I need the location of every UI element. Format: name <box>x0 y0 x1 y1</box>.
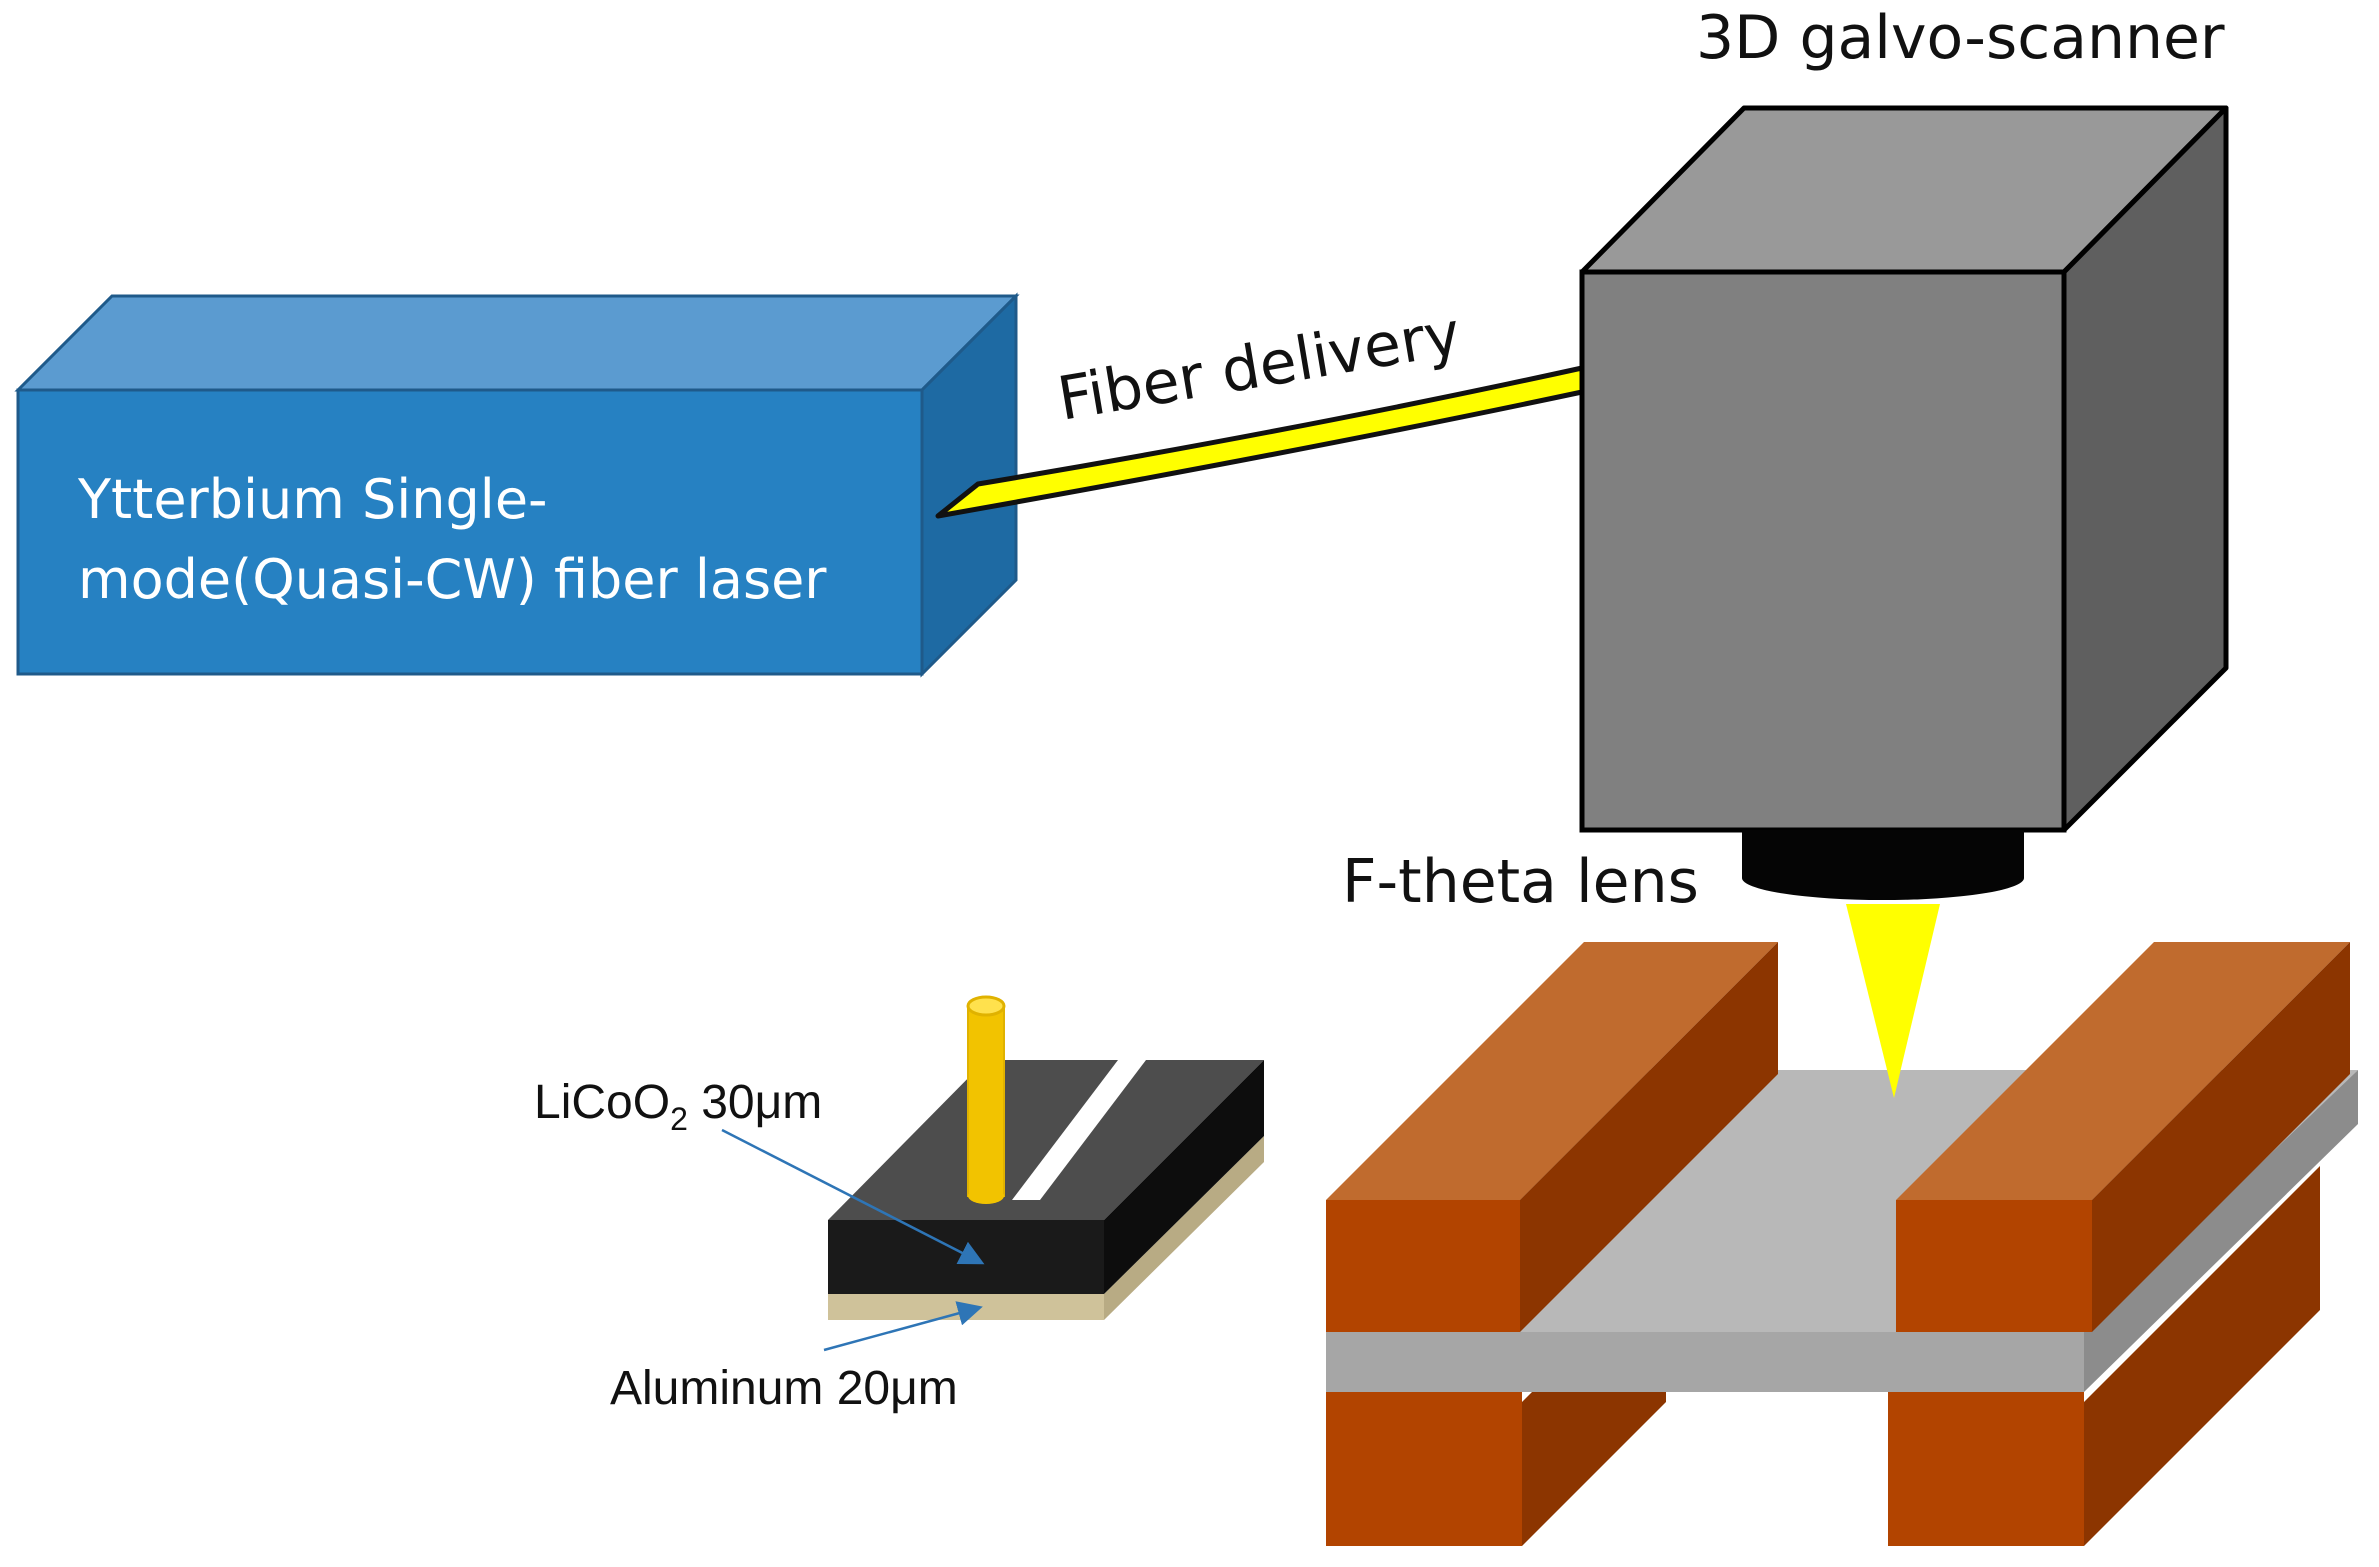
aluminum-arrow <box>823 1301 983 1352</box>
laser-label-line2: mode(Quasi-CW) fiber laser <box>78 548 827 611</box>
galvo-scanner: 3D galvo-scanner F-theta lens <box>1342 3 2229 917</box>
f-theta-lens-label: F-theta lens <box>1342 847 1699 917</box>
scanner-front-face <box>1579 269 2067 833</box>
licoo2-arrow <box>721 1128 985 1265</box>
upper-right-block-top <box>1896 942 2350 1200</box>
mini-beam-cylinder-top <box>966 995 1006 1017</box>
laser-top-face <box>14 294 1020 392</box>
clamp-fixture <box>1326 942 2358 1546</box>
scanner-label: 3D galvo-scanner <box>1696 3 2225 73</box>
lower-right-block-side <box>2084 1166 2320 1546</box>
upper-left-block-side <box>1520 942 1778 1332</box>
upper-left-block-front <box>1326 1200 1520 1332</box>
lower-left-block-front <box>1326 1392 1522 1546</box>
laser-front-face <box>16 388 924 676</box>
laser-label-line1: Ytterbium Single- <box>77 468 548 531</box>
aluminum-label: Aluminum 20μm <box>610 1362 958 1415</box>
aluminum-layer-side <box>1104 1136 1264 1320</box>
plate-side-face <box>2084 1070 2358 1392</box>
mini-beam-cylinder-bottom <box>968 1188 1004 1204</box>
licoo2-layer-side <box>1104 1060 1264 1294</box>
electrode-sample: LiCoO2 30μm Aluminum 20μm <box>534 995 1264 1415</box>
licoo2-layer-front <box>828 1220 1104 1294</box>
fiber-laser-box: Ytterbium Single- mode(Quasi-CW) fiber l… <box>14 292 1020 678</box>
cut-groove <box>1012 1060 1146 1200</box>
licoo2-layer-top <box>828 1060 1264 1220</box>
mini-beam-cylinder-body <box>967 1005 1005 1197</box>
licoo2-subscript: 2 <box>670 1101 688 1137</box>
lower-right-block-front <box>1888 1392 2084 1546</box>
upper-right-block-side <box>2092 942 2350 1332</box>
licoo2-label: LiCoO2 30μm <box>534 1076 822 1137</box>
fiber-delivery-cable: Fiber delivery <box>935 299 1585 519</box>
plate-front-face <box>1326 1332 2084 1392</box>
upper-left-block-top <box>1326 942 1778 1200</box>
upper-right-block-front <box>1896 1200 2092 1332</box>
f-theta-lens <box>1742 830 2024 900</box>
laser-beam-cone <box>1846 904 1940 1098</box>
aluminum-layer-front <box>828 1294 1104 1320</box>
